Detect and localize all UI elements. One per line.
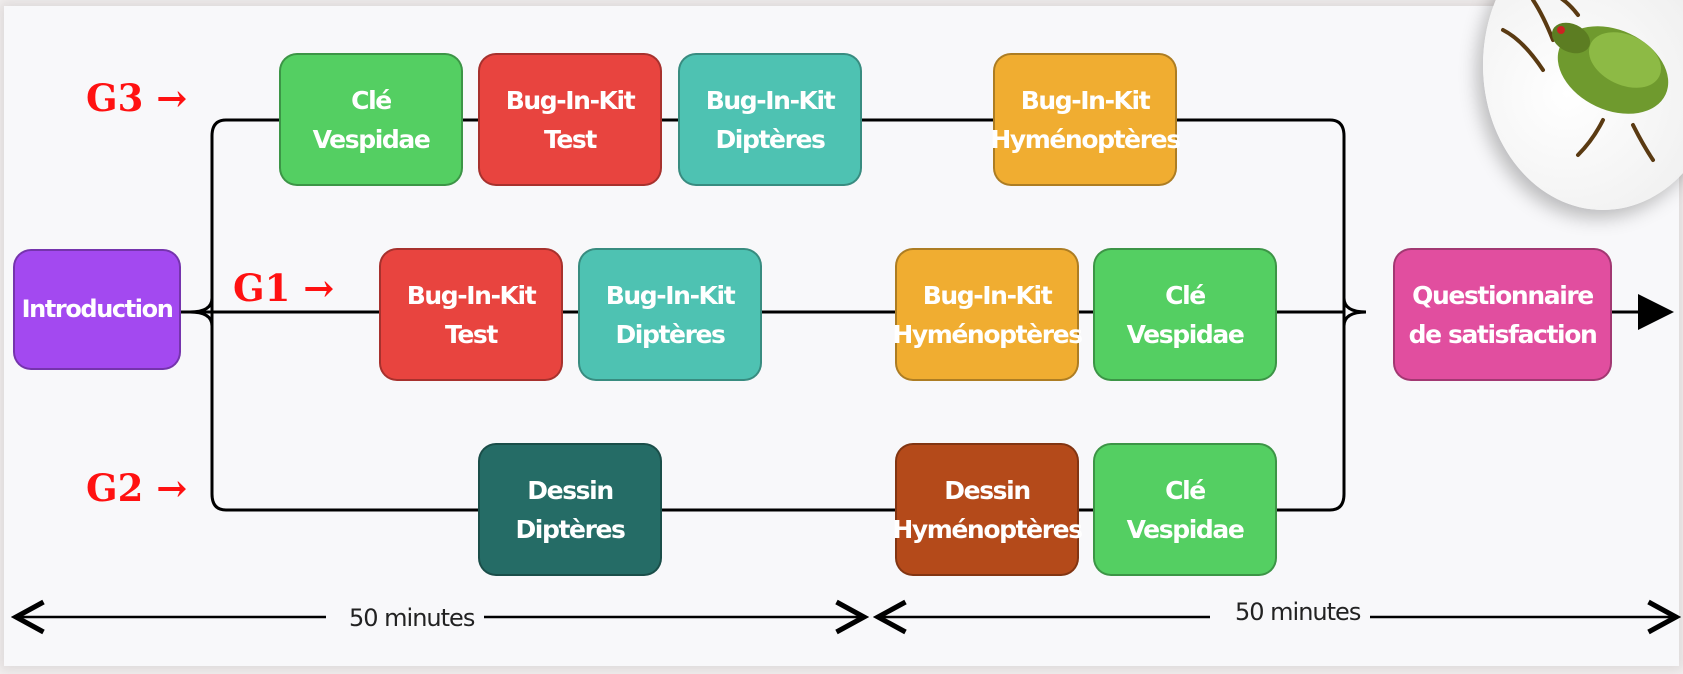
node-g2-dessin-hymen-line1: Dessin [944,475,1031,505]
node-g1-hymen-line2: Hyménoptères [892,319,1083,349]
node-g1-dipt-line1: Bug-In-Kit [605,280,736,310]
node-g3-hymen-line2: Hyménoptères [990,124,1181,154]
node-g2-cle-line1: Clé [1165,475,1206,505]
timeline-label-first: 50 minutes [349,604,475,632]
node-g2-dessin-dipt-line2: Diptères [515,514,625,544]
node-g3-test-line2: Test [544,124,597,154]
node-g3-dipt-line1: Bug-In-Kit [705,85,836,115]
node-g3-cle-vespidae: Clé Vespidae [279,53,463,186]
node-questionnaire-satisfaction: Questionnaire de satisfaction [1393,248,1612,381]
node-g2-dessin-hymen-line2: Hyménoptères [892,514,1083,544]
group-label-g2: G2 → [86,466,188,510]
insect-icon [1501,0,1669,162]
node-g3-bugkit-dipteres: Bug-In-Kit Diptères [678,53,862,186]
node-g1-bugkit-dipteres: Bug-In-Kit Diptères [578,248,762,381]
node-g1-test-line1: Bug-In-Kit [406,280,537,310]
timeline-label-second: 50 minutes [1235,598,1361,626]
node-questionnaire-line2: de satisfaction [1408,319,1598,349]
group-label-g1: G1 → [233,266,335,310]
group-label-g3: G3 → [86,76,188,120]
node-g2-dessin-hymenopteres: Dessin Hyménoptères [892,443,1083,576]
merge-joint-bottom [1342,310,1367,327]
node-g1-dipt-line2: Diptères [615,319,725,349]
node-introduction: Introduction [13,249,181,370]
node-g1-hymen-line1: Bug-In-Kit [922,280,1053,310]
node-g1-cle-line2: Vespidae [1126,319,1245,349]
node-g2-cle-vespidae: Clé Vespidae [1093,443,1277,576]
node-g3-cle-line1: Clé [351,85,392,115]
split-joint-bottom [189,310,214,327]
insect-badge [1483,0,1683,210]
node-g1-test-line2: Test [445,319,498,349]
node-g2-dessin-dipteres: Dessin Diptères [478,443,662,576]
node-g1-cle-line1: Clé [1165,280,1206,310]
node-g3-test-line1: Bug-In-Kit [505,85,636,115]
node-g1-cle-vespidae: Clé Vespidae [1093,248,1277,381]
node-g1-bugkit-hymenopteres: Bug-In-Kit Hyménoptères [892,248,1083,381]
node-g2-dessin-dipt-line1: Dessin [527,475,614,505]
split-joint-top [189,297,214,314]
node-g1-bugkit-test: Bug-In-Kit Test [379,248,563,381]
node-g2-cle-line2: Vespidae [1126,514,1245,544]
node-g3-dipt-line2: Diptères [715,124,825,154]
merge-bracket-right [1329,118,1346,512]
node-introduction-label: Introduction [21,295,174,323]
node-g3-bugkit-hymenopteres: Bug-In-Kit Hyménoptères [990,53,1181,186]
node-g3-cle-line2: Vespidae [312,124,431,154]
node-g3-hymen-line1: Bug-In-Kit [1020,85,1151,115]
merge-joint-top [1342,297,1367,314]
node-g3-bugkit-test: Bug-In-Kit Test [478,53,662,186]
node-questionnaire-line1: Questionnaire [1412,280,1594,310]
split-bracket-left [210,118,227,512]
